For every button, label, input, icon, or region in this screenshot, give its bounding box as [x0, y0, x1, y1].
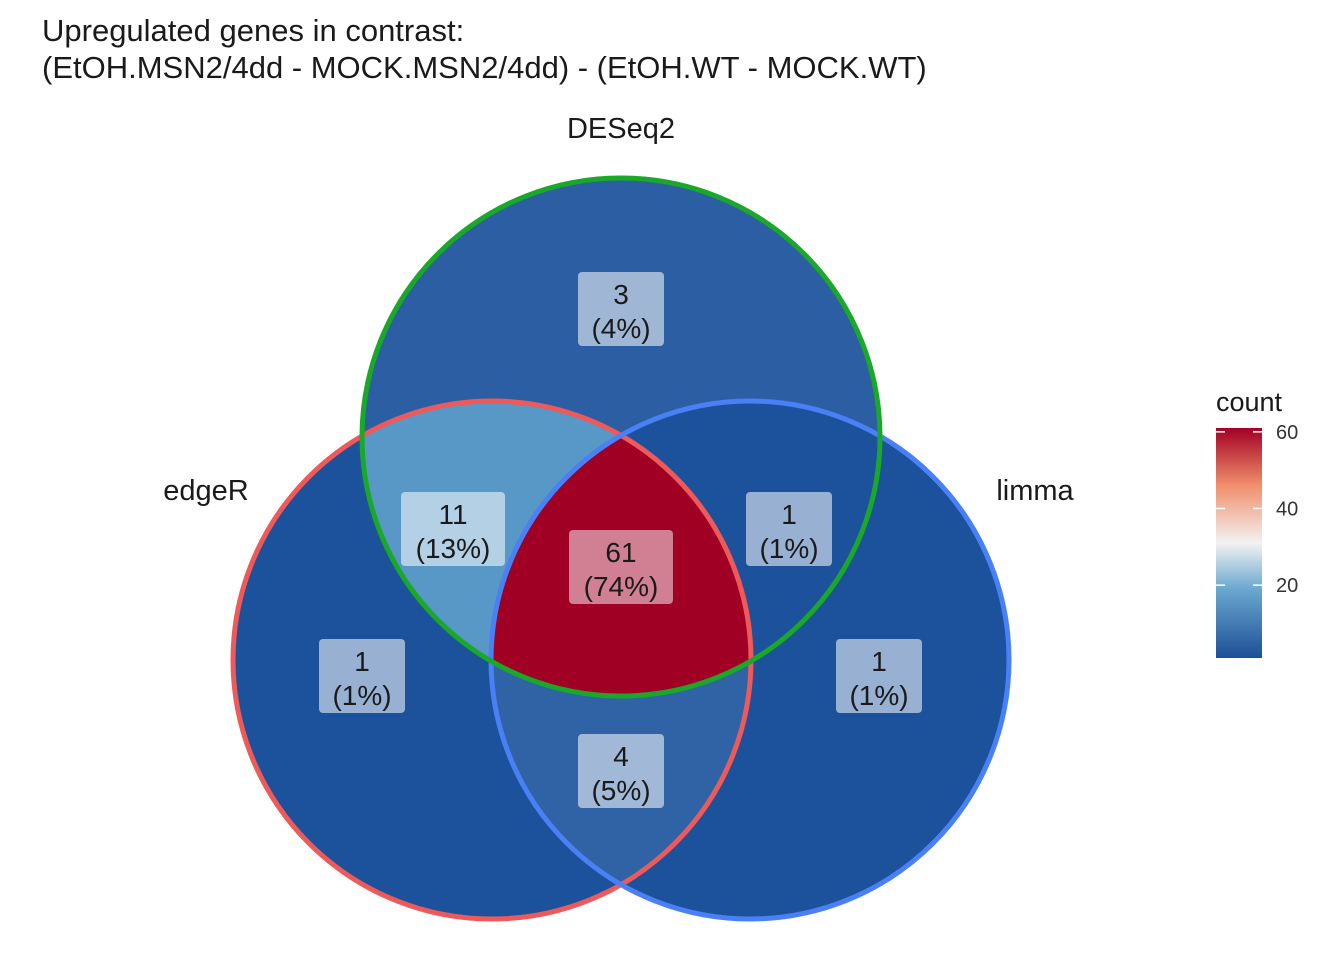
legend-tick-label: 20: [1276, 575, 1298, 597]
venn-outlines: [230, 175, 1012, 922]
region-label-deseq2-limma: 1 (1%): [746, 492, 832, 566]
region-label-edger-only: 1 (1%): [319, 639, 405, 713]
legend-colorbar: [1216, 428, 1262, 658]
region-label-edger-deseq2: 11 (13%): [401, 492, 505, 566]
region-label-edger-limma: 4 (5%): [578, 734, 664, 808]
chart-title-line-2: (EtOH.MSN2/4dd - MOCK.MSN2/4dd) - (EtOH.…: [42, 50, 927, 85]
region-label-limma-only: 1 (1%): [836, 639, 922, 713]
region-count-label: 11: [438, 499, 467, 530]
legend-tick-label: 60: [1276, 422, 1298, 444]
region-count-label: 4: [613, 741, 629, 772]
region-percent-label: (1%): [332, 680, 391, 711]
region-percent-label: (1%): [759, 533, 818, 564]
region-percent-label: (5%): [591, 775, 650, 806]
deseq2-circle-outline: [359, 175, 883, 699]
region-count-label: 1: [871, 646, 887, 677]
legend-tick-label: 40: [1276, 499, 1298, 521]
region-percent-label: (74%): [584, 571, 659, 602]
region-count-label: 61: [605, 537, 636, 568]
region-percent-label: (13%): [416, 533, 491, 564]
label-box: [569, 530, 673, 604]
chart-title-line-1: Upregulated genes in contrast:: [42, 13, 464, 48]
region-count-label: 1: [354, 646, 370, 677]
region-label-deseq2-only: 3 (4%): [578, 272, 664, 346]
label-box: [401, 492, 505, 566]
region-label-all-three: 61 (74%): [569, 530, 673, 604]
region-count-label: 3: [613, 279, 629, 310]
set-label-edger: edgeR: [163, 475, 248, 507]
set-label-limma: limma: [996, 475, 1074, 507]
color-legend: count 20 40 60: [1216, 387, 1298, 658]
set-label-deseq2: DESeq2: [567, 113, 675, 145]
region-percent-label: (4%): [591, 313, 650, 344]
legend-title: count: [1216, 387, 1283, 417]
label-box: [319, 639, 405, 713]
label-box: [836, 639, 922, 713]
region-count-label: 1: [781, 499, 797, 530]
legend-ticks: 20 40 60: [1216, 422, 1298, 597]
label-box: [578, 272, 664, 346]
region-percent-label: (1%): [849, 680, 908, 711]
label-box: [746, 492, 832, 566]
label-box: [578, 734, 664, 808]
